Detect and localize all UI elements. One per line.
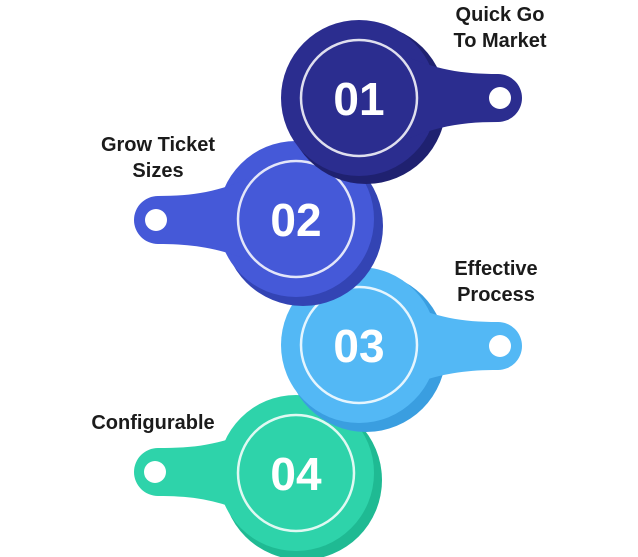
step-04-tail (134, 428, 258, 518)
step-04-number: 04 (270, 448, 322, 500)
step-03-node: 03 (281, 267, 522, 432)
step-01-number: 01 (333, 73, 384, 125)
step-01-label-line-1: Quick Go (455, 4, 545, 26)
step-02-tail (134, 174, 258, 264)
step-02-number: 02 (270, 194, 321, 246)
step-02-label-line-2: Sizes (132, 160, 184, 182)
step-02-label-line-1: Grow Ticket (100, 134, 216, 156)
step-01-tail-hole (489, 87, 511, 109)
step-01-tail (398, 53, 522, 143)
step-01-node: 01 (281, 20, 522, 184)
step-02-label: Grow Ticket Sizes (90, 132, 226, 184)
step-04-node: 04 (134, 395, 382, 557)
step-02-tail-hole (145, 209, 167, 231)
step-03-number: 03 (333, 320, 384, 372)
step-02-inner-ring (236, 159, 356, 279)
step-04-label: Configurable (80, 410, 226, 436)
step-01-label: Quick Go To Market (438, 2, 562, 54)
step-03-label: Effective Process (440, 256, 552, 308)
step-04-inner-ring (236, 413, 356, 533)
step-03-inner-ring (299, 285, 419, 405)
step-02-node: 02 (134, 141, 383, 306)
step-04-tail-hole (144, 461, 166, 483)
step-03-tail (398, 300, 522, 390)
step-04-label-line-1: Configurable (91, 412, 215, 434)
step-01-inner-ring (299, 38, 419, 158)
step-03-label-line-1: Effective (454, 258, 538, 280)
step-01-label-line-2: To Market (453, 30, 547, 52)
step-03-tail-hole (489, 335, 511, 357)
step-03-label-line-2: Process (457, 284, 535, 306)
